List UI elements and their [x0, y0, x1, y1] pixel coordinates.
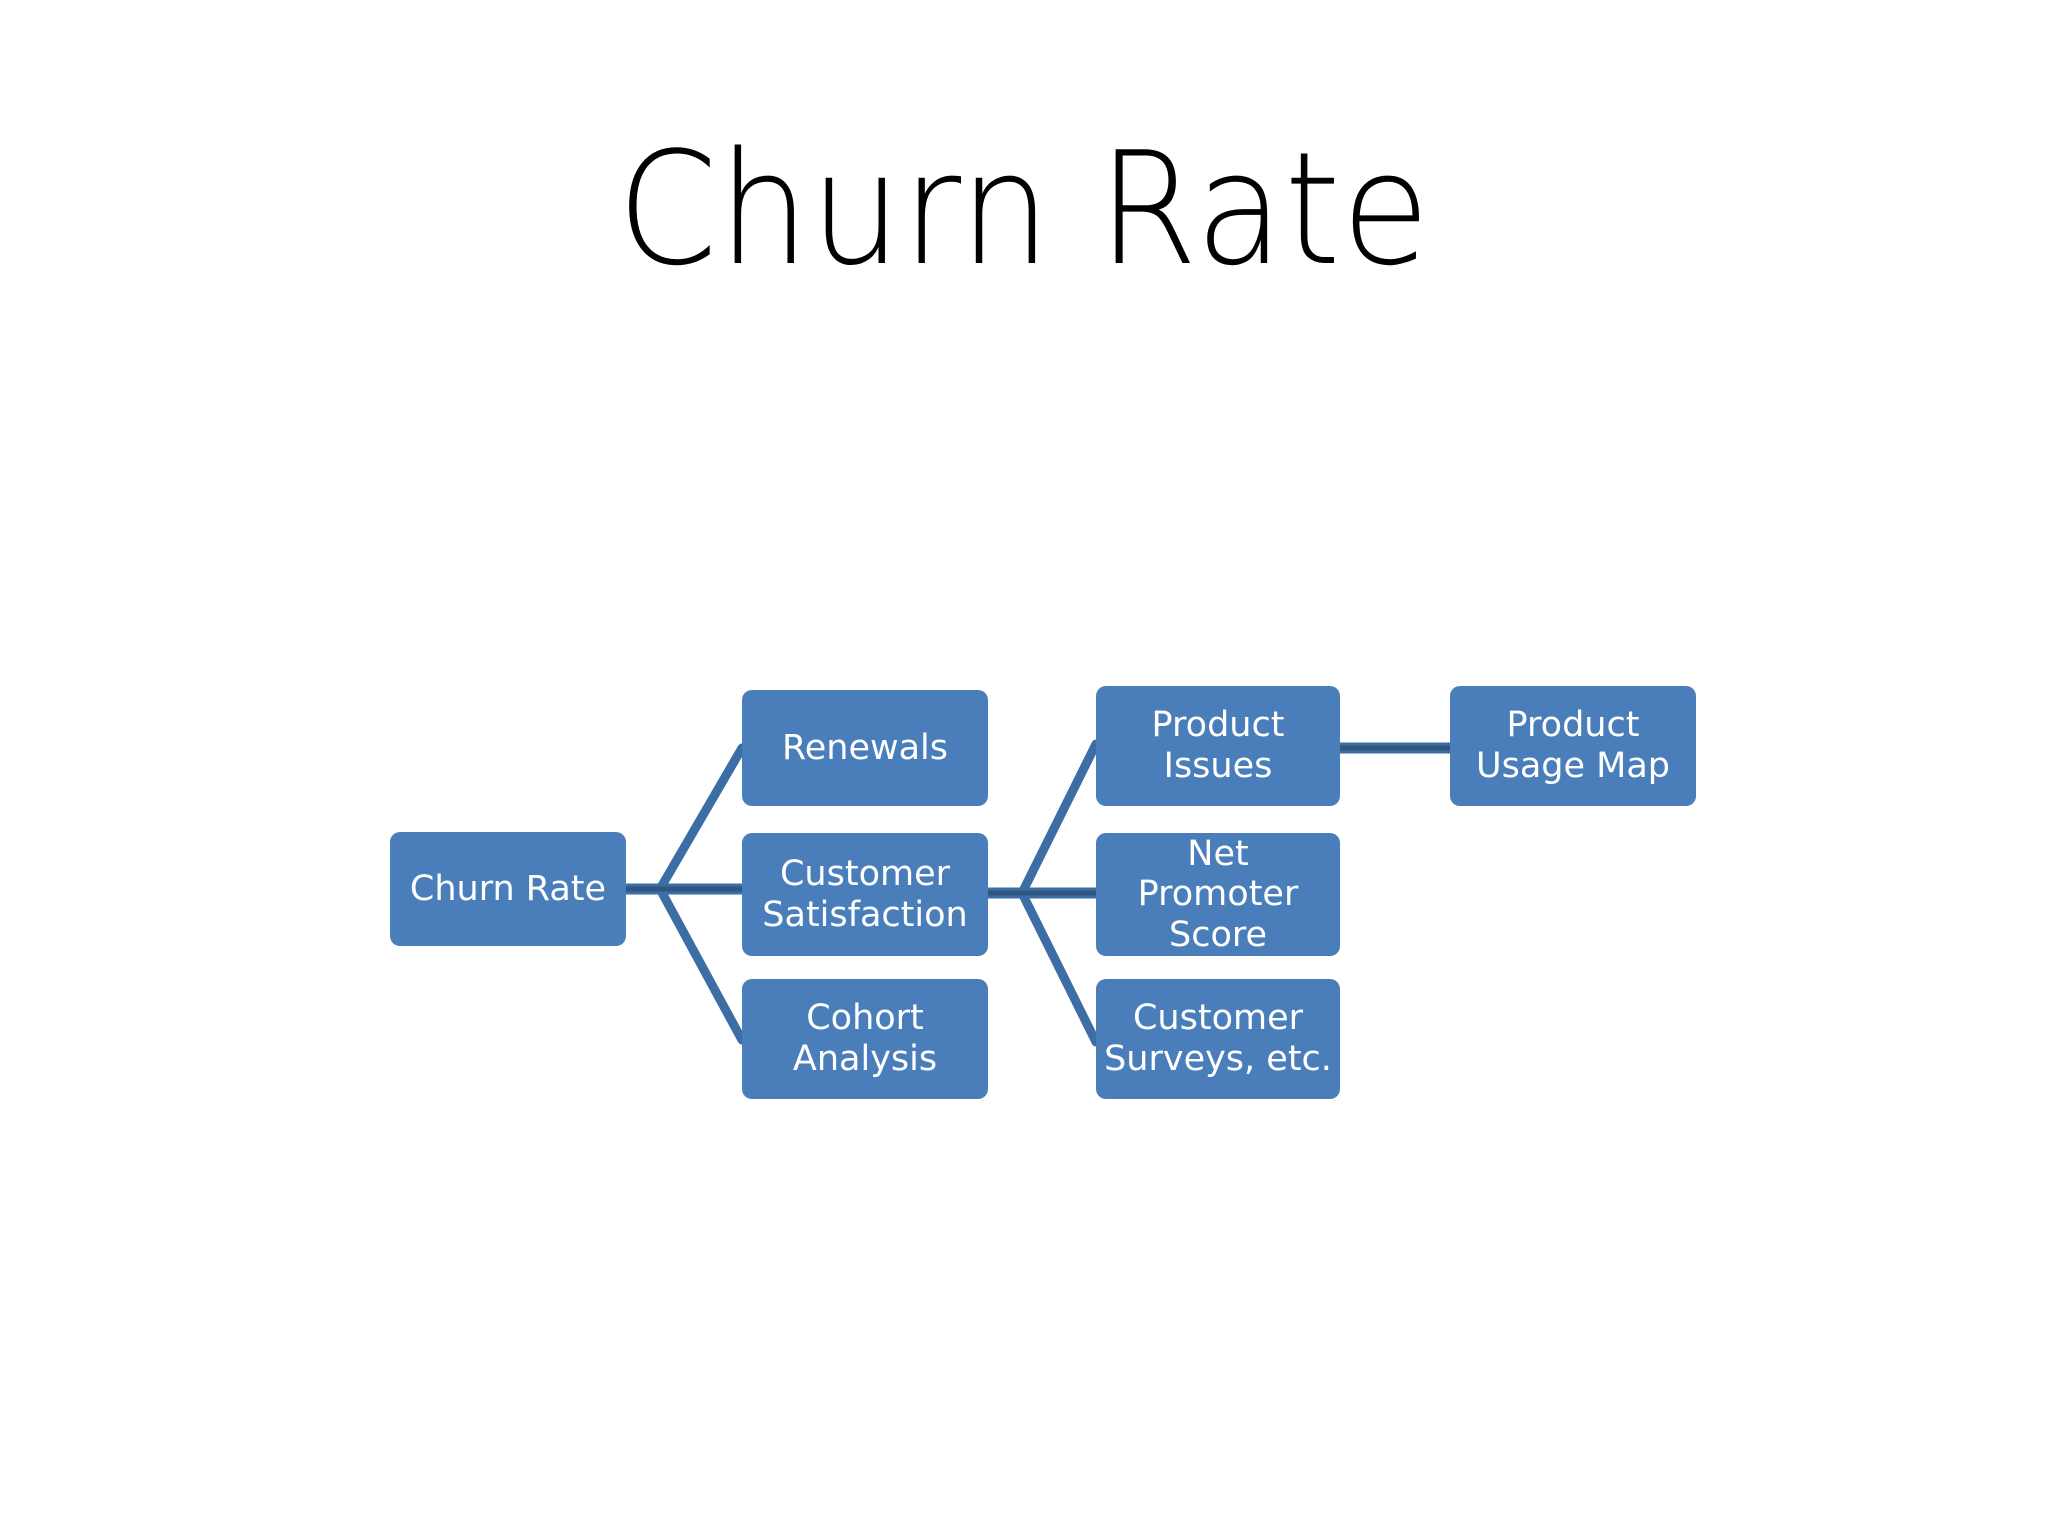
node-renewals-label: Renewals	[781, 727, 949, 768]
node-customer-surveys[interactable]: Customer Surveys, etc.	[1096, 979, 1340, 1099]
connector-customer-satisfaction-to-customer-surveys	[1017, 888, 1101, 1047]
connector-churn-rate-to-renewals	[655, 743, 747, 894]
node-product-issues-label: Product Issues	[1151, 705, 1285, 786]
node-churn-rate-label: Churn Rate	[409, 868, 607, 909]
node-product-usage-map-label: Product Usage Map	[1475, 705, 1671, 786]
node-cohort-analysis-label: Cohort Analysis	[792, 998, 938, 1079]
node-net-promoter-score[interactable]: Net Promoter Score	[1096, 833, 1340, 956]
connector-churn-rate-to-cohort	[655, 884, 747, 1045]
node-renewals[interactable]: Renewals	[742, 690, 988, 806]
node-cohort-analysis[interactable]: Cohort Analysis	[742, 979, 988, 1099]
connector-customer-satisfaction-to-product-issues	[1017, 739, 1101, 898]
page-title: Churn Rate	[617, 118, 1431, 300]
node-net-promoter-score-label: Net Promoter Score	[1137, 833, 1299, 955]
node-customer-satisfaction-label: Customer Satisfaction	[762, 853, 968, 935]
node-churn-rate[interactable]: Churn Rate	[390, 832, 626, 946]
node-product-usage-map[interactable]: Product Usage Map	[1450, 686, 1696, 806]
node-customer-satisfaction[interactable]: Customer Satisfaction	[742, 833, 988, 956]
node-product-issues[interactable]: Product Issues	[1096, 686, 1340, 806]
node-customer-surveys-label: Customer Surveys, etc.	[1104, 998, 1332, 1079]
